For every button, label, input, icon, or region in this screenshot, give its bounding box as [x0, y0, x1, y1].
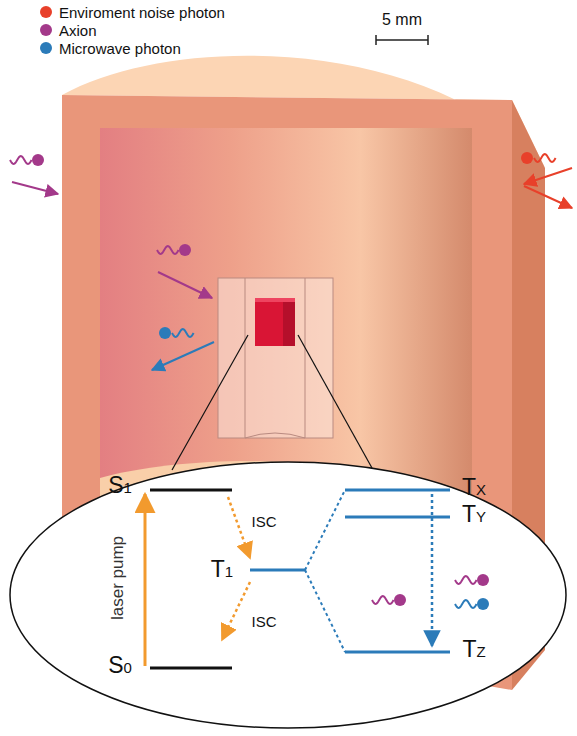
illustration-part	[250, 569, 305, 572]
illustration-part	[427, 35, 429, 45]
photon-wave	[455, 600, 477, 608]
illustration-part	[255, 298, 295, 302]
illustration-part	[305, 490, 345, 570]
legend-text: Enviroment noise photon	[59, 4, 225, 21]
illustration-part	[345, 489, 450, 492]
energy-levels	[150, 490, 450, 668]
level-label: S1	[108, 473, 132, 498]
legend-item: Enviroment noise photon	[40, 3, 225, 21]
legend-item: Microwave photon	[40, 39, 225, 57]
photon-wave	[157, 246, 179, 254]
illustration-part	[283, 298, 295, 346]
illustration-part	[345, 516, 450, 519]
illustration-part	[255, 298, 295, 346]
pump-label: laser pump	[109, 536, 128, 620]
illustration-part	[150, 667, 232, 670]
legend-swatch	[40, 42, 52, 54]
photon-dot	[179, 244, 191, 256]
illustration-part	[150, 489, 232, 492]
zoom-line	[298, 335, 372, 468]
noise-arrow	[524, 168, 572, 184]
inset-ellipse	[10, 462, 566, 728]
legend-text: Axion	[59, 22, 97, 39]
laser-pump-arrow	[144, 494, 147, 666]
level-label: TX	[462, 475, 486, 500]
illustration-part	[375, 35, 377, 45]
illustration-part	[305, 278, 306, 438]
isc-arrow	[222, 582, 250, 640]
axion-arrow	[12, 182, 58, 194]
axion-arrow	[158, 272, 212, 298]
legend-item: Axion	[40, 21, 225, 39]
photon-wave	[172, 329, 194, 337]
zeeman-split-lines	[305, 490, 345, 652]
level-label: S0	[108, 653, 132, 678]
illustration-part	[305, 570, 345, 652]
photon-wave	[372, 596, 394, 604]
legend: Enviroment noise photonAxionMicrowave ph…	[40, 3, 225, 57]
transition-label: ISC	[251, 514, 276, 531]
scale-bar	[376, 35, 428, 45]
scale-label: 5 mm	[382, 11, 422, 29]
noise-arrow	[524, 186, 572, 208]
photon-wave	[455, 576, 477, 584]
illustration-part	[376, 39, 428, 41]
photon-icons	[10, 152, 556, 610]
photon-dot	[477, 574, 489, 586]
photon-dot	[394, 594, 406, 606]
microwave-arrow	[152, 342, 214, 370]
isc-arrow	[228, 497, 250, 558]
photon-wave	[534, 154, 556, 162]
legend-swatch	[40, 6, 52, 18]
illustration-part	[345, 651, 450, 654]
legend-swatch	[40, 24, 52, 36]
photon-dot	[159, 327, 171, 339]
level-label: TZ	[462, 637, 485, 662]
legend-text: Microwave photon	[59, 40, 181, 57]
level-label: T1	[211, 557, 233, 582]
transition-label: ISC	[251, 614, 276, 631]
illustration-part	[245, 278, 246, 438]
transition-arrow	[431, 494, 434, 646]
photon-dot	[32, 154, 44, 166]
photon-dot	[477, 598, 489, 610]
illustration-part	[245, 433, 305, 438]
level-label: TY	[462, 502, 486, 527]
photon-dot	[521, 152, 533, 164]
photon-wave	[10, 156, 32, 164]
